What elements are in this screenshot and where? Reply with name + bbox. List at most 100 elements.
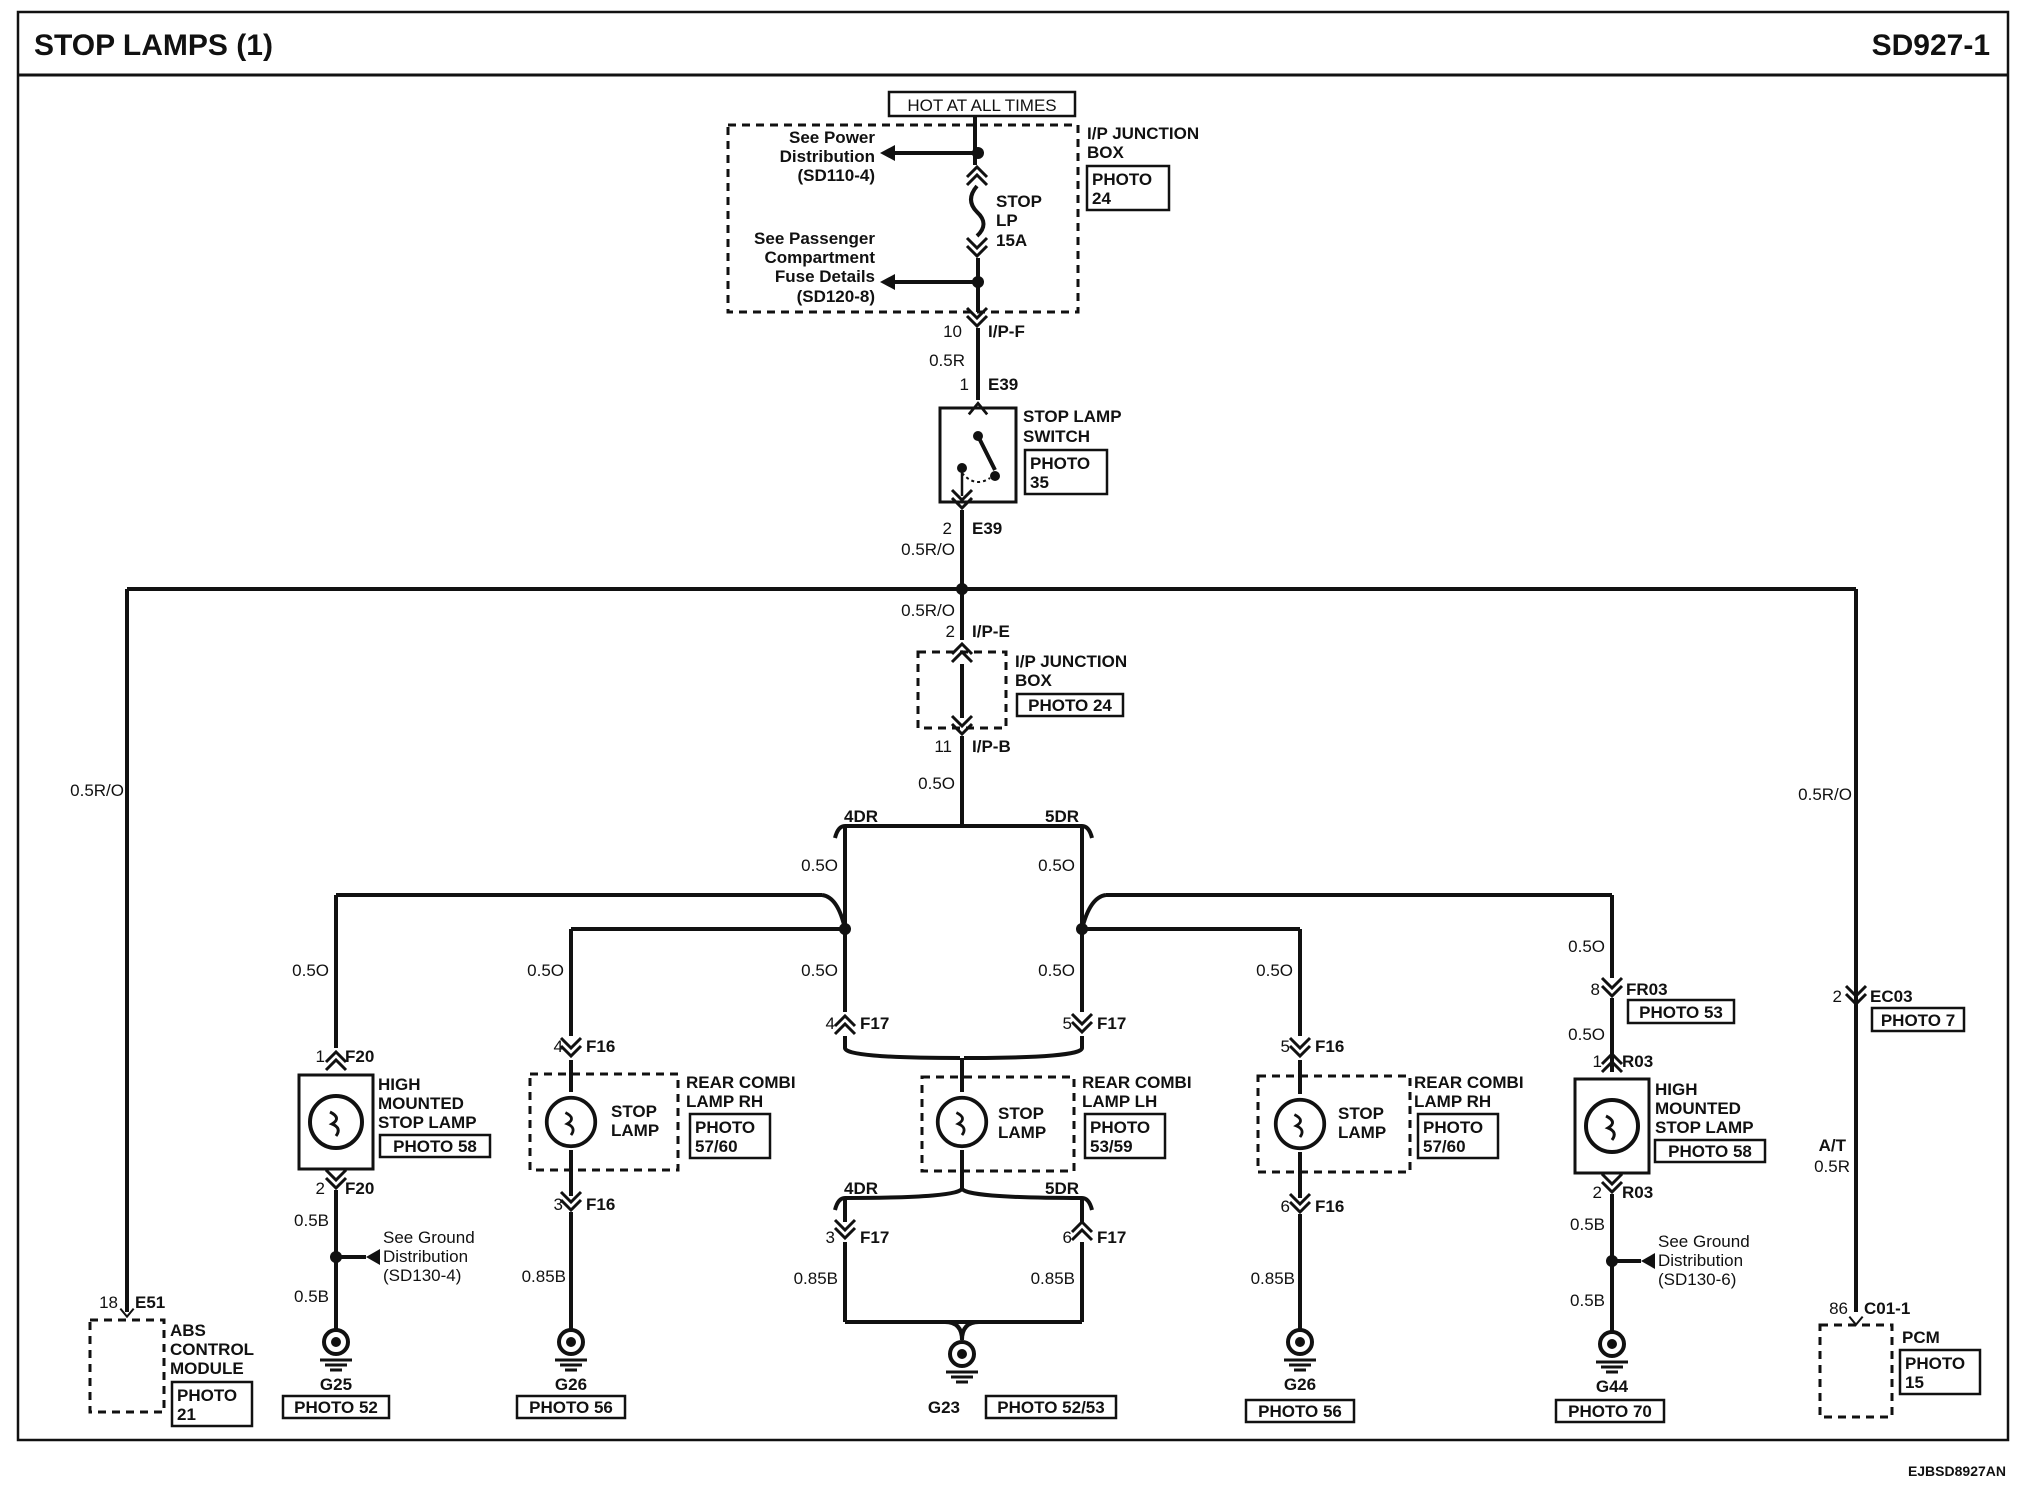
- f20-out-name: F20: [345, 1179, 374, 1198]
- switch-name2: SWITCH: [1023, 427, 1090, 446]
- bulb-icon: [1584, 1098, 1640, 1154]
- rrh4-lamp2: LAMP: [611, 1121, 659, 1140]
- jb1-photo2: 24: [1092, 189, 1111, 208]
- ref-fuse-line2: Compartment: [764, 248, 875, 267]
- fr03-photo: PHOTO 53: [1639, 1003, 1723, 1022]
- fr03-name: FR03: [1626, 980, 1668, 999]
- bulb-icon: [308, 1094, 364, 1150]
- rrh5-photo1: PHOTO: [1423, 1118, 1483, 1137]
- rrh5-name2: LAMP RH: [1414, 1092, 1491, 1111]
- ground-icon: [318, 1328, 354, 1372]
- hmsl4-photo-box: [378, 1133, 492, 1159]
- lh-5dr-label: 5DR: [1045, 1179, 1079, 1198]
- r03-out-pin: 2: [1593, 1183, 1602, 1202]
- rrh4-wire1-label: 0.5O: [527, 961, 564, 980]
- abs-name1: ABS: [170, 1321, 206, 1340]
- pcm-photo-box: [1898, 1348, 1982, 1396]
- r03-in-name: R03: [1622, 1052, 1653, 1071]
- jb1-photo-box: [1085, 164, 1171, 212]
- drawing-id: EJBSD8927AN: [1908, 1463, 2006, 1479]
- rrh4-name1: REAR COMBI: [686, 1073, 796, 1092]
- ipe-pin: 2: [946, 622, 955, 641]
- rlh-photo1: PHOTO: [1090, 1118, 1150, 1137]
- e39-in-name: E39: [988, 375, 1018, 394]
- f17-in-connector-icon: [1070, 1012, 1094, 1034]
- svg-text:HOT AT ALL TIMES: HOT AT ALL TIMES: [907, 96, 1056, 115]
- rrh5-wire2-label: 0.85B: [1251, 1269, 1295, 1288]
- page-title: STOP LAMPS (1): [34, 29, 273, 62]
- rlh-photo-box: [1083, 1112, 1167, 1160]
- rrh4-outline: [528, 1072, 680, 1172]
- ground-icon: [553, 1328, 589, 1372]
- fuse-name2: LP: [996, 211, 1018, 230]
- rrh5-photo2: 57/60: [1423, 1137, 1466, 1156]
- abs-name3: MODULE: [170, 1359, 244, 1378]
- f16-out-pin-5dr: 6: [1281, 1197, 1290, 1216]
- g44-photo-box: [1554, 1398, 1666, 1424]
- g44-name: G44: [1596, 1377, 1629, 1396]
- arrow-left-icon: [880, 145, 895, 161]
- g26-photo-box-4dr: [515, 1394, 627, 1420]
- pcm-wire2-label: 0.5R: [1814, 1157, 1850, 1176]
- rlh-lamp1: STOP: [998, 1104, 1044, 1123]
- hmsl4-name2: MOUNTED: [378, 1094, 464, 1113]
- split-5dr-label: 5DR: [1045, 807, 1079, 826]
- lh5-wire-label: 0.5O: [1038, 961, 1075, 980]
- f20-in-pin: 1: [316, 1047, 325, 1066]
- g26-photo-5dr: PHOTO 56: [1258, 1402, 1342, 1421]
- hot-at-all-times-label: HOT AT ALL TIMES: [887, 90, 1077, 118]
- g26-photo-4dr: PHOTO 56: [529, 1398, 613, 1417]
- arrow-left-icon: [880, 274, 895, 290]
- pcm-photo2: 15: [1905, 1373, 1924, 1392]
- g26-name-5dr: G26: [1284, 1375, 1316, 1394]
- switch-name1: STOP LAMP: [1023, 407, 1122, 426]
- rlh-photo2: 53/59: [1090, 1137, 1133, 1156]
- fr03-photo-box: [1626, 998, 1736, 1025]
- fuse-rating: 15A: [996, 231, 1027, 250]
- f20-out-connector-icon: [324, 1168, 348, 1190]
- jb2-name1: I/P JUNCTION: [1015, 652, 1127, 671]
- r03-out-name: R03: [1622, 1183, 1653, 1202]
- f16-out-name-4dr: F16: [586, 1195, 615, 1214]
- ref-fuse-line3: Fuse Details: [775, 267, 875, 286]
- jb2-outline: [916, 650, 1008, 730]
- jb1-name2: BOX: [1087, 143, 1125, 162]
- abs-photo2: 21: [177, 1405, 196, 1424]
- hmsl5-photo-box: [1653, 1138, 1767, 1164]
- ipb-name: I/P-B: [972, 737, 1011, 756]
- pcm-wire-label: 0.5R/O: [1798, 785, 1852, 804]
- hmsl5-name2: MOUNTED: [1655, 1099, 1741, 1118]
- c01-connector-icon: [1847, 1315, 1865, 1327]
- ground-icon: [1594, 1330, 1630, 1374]
- hmsl4-photo: PHOTO 58: [393, 1137, 477, 1156]
- ref-fuse-line4: (SD120-8): [797, 287, 875, 306]
- switch-arm-icon: [976, 435, 997, 471]
- rrh5-lamp2: LAMP: [1338, 1123, 1386, 1142]
- hmsl5-ref2: Distribution: [1658, 1251, 1743, 1270]
- ground-icon: [944, 1340, 980, 1384]
- lh4-out-wire-label: 0.85B: [794, 1269, 838, 1288]
- ec03-name: EC03: [1870, 987, 1913, 1006]
- f17-in-pin-5dr: 5: [1063, 1014, 1072, 1033]
- hmsl5-photo: PHOTO 58: [1668, 1142, 1752, 1161]
- hmsl5-name3: STOP LAMP: [1655, 1118, 1754, 1137]
- f17-out-pin-4dr: 3: [826, 1228, 835, 1247]
- f20-in-name: F20: [345, 1047, 374, 1066]
- g26-name-4dr: G26: [555, 1375, 587, 1394]
- split-4dr-label: 4DR: [844, 807, 878, 826]
- pcm-photo1: PHOTO: [1905, 1354, 1965, 1373]
- f20-out-pin: 2: [316, 1179, 325, 1198]
- g44-photo: PHOTO 70: [1568, 1402, 1652, 1421]
- page-code: SD927-1: [1872, 29, 1990, 62]
- hmsl4-name3: STOP LAMP: [378, 1113, 477, 1132]
- branch-5dr-wire-label: 0.5O: [1038, 856, 1075, 875]
- ipf-pin: 10: [943, 322, 962, 341]
- frame: [16, 10, 2010, 1442]
- abs-photo1: PHOTO: [177, 1386, 237, 1405]
- hmsl5-ref3: (SD130-6): [1658, 1270, 1736, 1289]
- g25-name: G25: [320, 1375, 352, 1394]
- switch-photo1: PHOTO: [1030, 454, 1090, 473]
- r03-in-pin: 1: [1593, 1052, 1602, 1071]
- hmsl4-ref3: (SD130-4): [383, 1266, 461, 1285]
- wire-05r-label: 0.5R: [929, 351, 965, 370]
